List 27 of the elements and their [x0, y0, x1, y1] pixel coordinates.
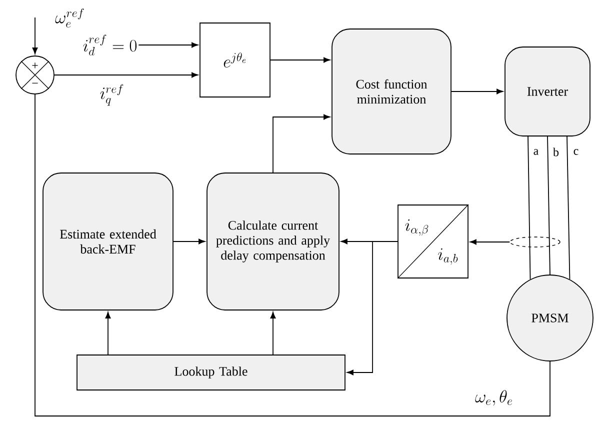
edge-label: b — [553, 148, 559, 156]
lookup-table-box: Lookup Table — [76, 354, 346, 390]
arrow — [32, 17, 38, 54]
arrow — [173, 238, 206, 244]
exponential-block: $e^{j\theta_e}$ — [200, 22, 270, 98]
arrow — [346, 241, 398, 376]
input-label: $i_d^{ref} = 0$ — [83, 34, 136, 56]
arrow — [272, 114, 330, 173]
arrow — [105, 312, 111, 355]
edge-label: a — [534, 149, 538, 155]
summing-junction: + − — [16, 56, 54, 94]
process-box: Estimate extended back-EMF — [42, 172, 174, 310]
process-box: Cost function minimization — [332, 28, 452, 154]
arrow — [54, 72, 198, 78]
edge-label: $i_q^{ref}$ — [100, 84, 124, 106]
arrow — [451, 88, 504, 94]
transform-block: $i_{\alpha,\beta}$ $i_{a,b}$ — [397, 204, 469, 279]
arrow — [470, 239, 510, 245]
inverter-box: Inverter — [504, 46, 590, 136]
arrow — [138, 42, 198, 48]
edge-label: c — [574, 149, 578, 155]
arrow — [270, 57, 330, 63]
edge-label: $\omega_e,\theta_e$ — [475, 390, 512, 406]
current-sensor — [510, 236, 560, 248]
arrow — [270, 312, 276, 355]
edge-label: $\omega_e^{ref}$ — [55, 8, 84, 28]
process-box: Calculate current predictions and apply delay compensation — [206, 172, 340, 310]
